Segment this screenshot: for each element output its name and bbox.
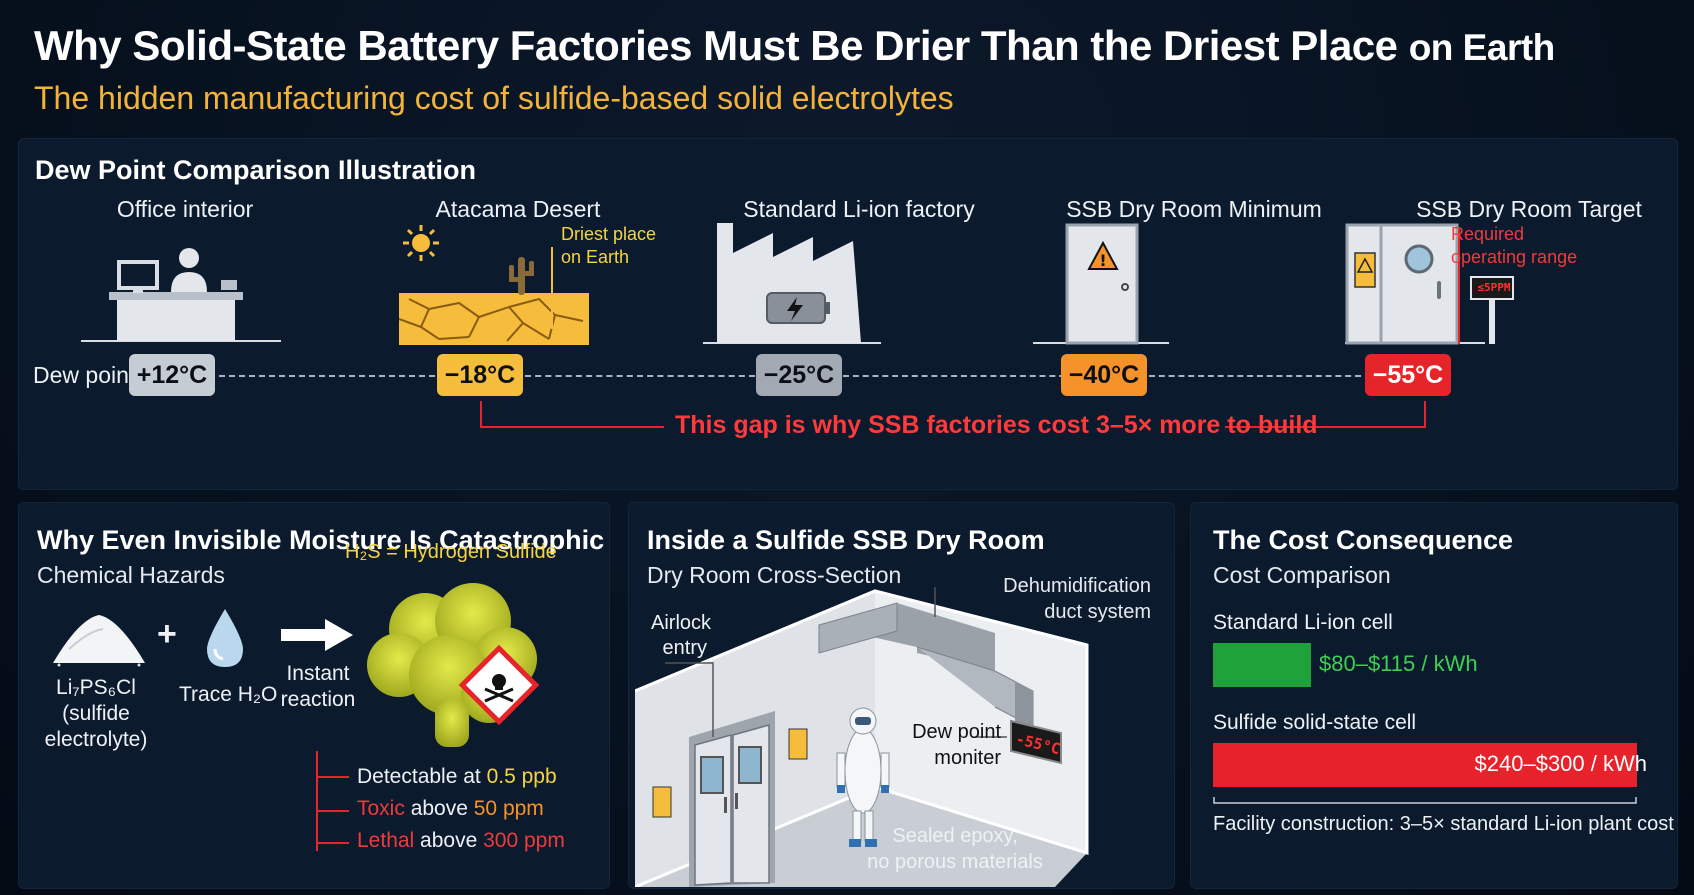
toxic-cloud-icon [367, 583, 540, 747]
svg-text:!: ! [1099, 251, 1106, 270]
cost-label-liion: Standard Li-ion cell [1213, 611, 1393, 634]
threshold-bracket [316, 751, 349, 851]
threshold-detectable: Detectable at 0.5 ppb [357, 765, 557, 788]
dew-point-row-label: Dew point [33, 362, 136, 388]
hazard-title: Why Even Invisible Moisture Is Catastrop… [37, 525, 605, 555]
electrolyte-label: Li₇PS₆Cl (sulfide electrolyte) [44, 676, 148, 751]
page-title: Why Solid-State Battery Factories Must B… [34, 22, 1674, 70]
cost-bar-ssb [1213, 743, 1637, 787]
plus-sign: + [157, 615, 177, 653]
ppm-sign-icon [1458, 229, 1514, 344]
dry-room-cross-section [635, 587, 1089, 887]
cost-label-ssb: Sulfide solid-state cell [1213, 711, 1417, 734]
page-subtitle: The hidden manufacturing cost of sulfide… [34, 80, 954, 116]
h2s-label: H₂S = Hydrogen Sulfide [345, 541, 557, 563]
airlock-door-icon [1345, 223, 1485, 345]
dry-room-title: Inside a Sulfide SSB Dry Room [647, 525, 1045, 555]
factory-icon [703, 223, 881, 344]
dew-pill-ssb-target: −55°C [1365, 354, 1451, 396]
cost-bracket [1213, 797, 1637, 804]
water-drop-icon [207, 609, 243, 667]
dew-pill-ssb-min: −40°C [1061, 354, 1147, 396]
dew-pill-atacama: −18°C [437, 354, 523, 396]
stage-label-ssb-target: SSB Dry Room Target [1416, 196, 1642, 222]
dry-room-subtitle: Dry Room Cross-Section [647, 562, 902, 588]
floor-label: Sealed epoxy,no porous materials [867, 825, 1043, 873]
cost-value-ssb: $240–$300 / kWh [1474, 751, 1647, 776]
desert-icon [399, 225, 589, 345]
water-label: Trace H₂O [179, 683, 278, 706]
stage-label-ssb-min: SSB Dry Room Minimum [1066, 196, 1322, 222]
dry-room-panel: Inside a Sulfide SSB Dry Room Dry Room C… [628, 502, 1175, 889]
gap-bracket [480, 401, 1426, 428]
cost-subtitle: Cost Comparison [1213, 562, 1391, 588]
dew-pill-liion: −25°C [756, 354, 842, 396]
office-desk-icon [81, 248, 281, 342]
powder-pile-icon [53, 615, 145, 667]
cost-value-liion: $80–$115 / kWh [1319, 651, 1478, 676]
hazard-panel: Why Even Invisible Moisture Is Catastrop… [18, 502, 610, 889]
gap-text: This gap is why SSB factories cost 3–5× … [675, 411, 1318, 439]
dash-connector [1149, 375, 1361, 377]
cost-panel: The Cost Consequence Cost Comparison Sta… [1190, 502, 1678, 889]
stage-label-office: Office interior [116, 196, 254, 222]
dew-point-panel: Dew Point Comparison Illustration Office… [18, 138, 1678, 490]
cost-title: The Cost Consequence [1213, 525, 1514, 555]
dew-pill-office: +12°C [129, 354, 215, 396]
dry-room-door-icon: ! [1033, 223, 1169, 345]
stage-label-liion: Standard Li-ion factory [743, 196, 975, 222]
hazard-subtitle: Chemical Hazards [37, 562, 225, 588]
ppm-sign-value: ≤5PPM [1477, 281, 1511, 294]
dash-connector [843, 375, 1075, 377]
dash-connector [219, 375, 435, 377]
arrow-right-icon [281, 619, 353, 651]
facility-footnote: Facility construction: 3–5× standard Li-… [1213, 813, 1674, 835]
dash-connector [525, 375, 755, 377]
stage-label-atacama: Atacama Desert [435, 196, 601, 222]
threshold-toxic: Toxic above 50 ppm [357, 797, 544, 820]
cost-bar-liion [1213, 643, 1311, 687]
dew-point-title: Dew Point Comparison Illustration [35, 155, 477, 185]
threshold-lethal: Lethal above 300 ppm [357, 829, 565, 852]
title-tail: on Earth [1408, 27, 1556, 68]
title-main: Why Solid-State Battery Factories Must B… [34, 22, 1398, 69]
